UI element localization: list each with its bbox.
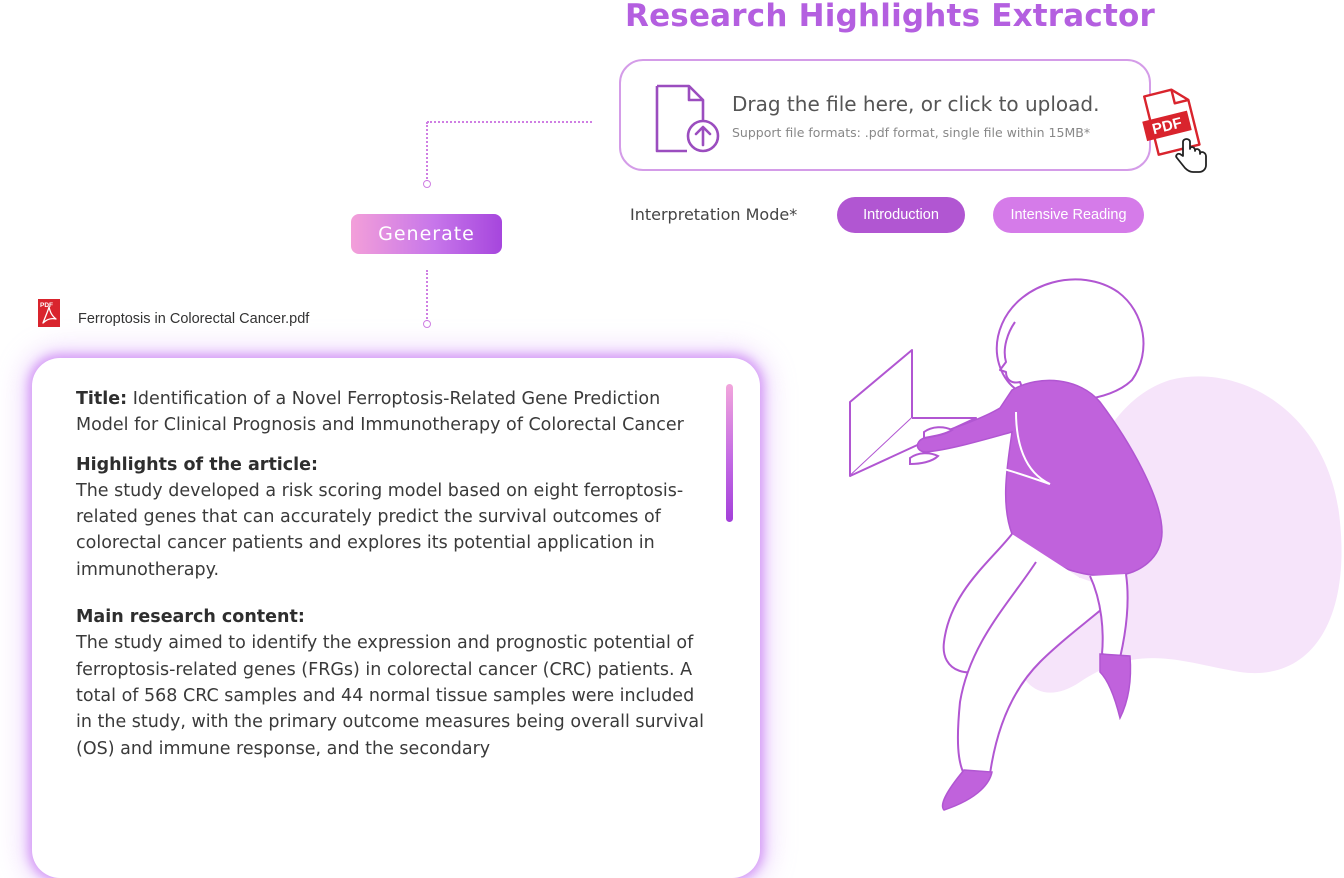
file-upload-dropzone[interactable]: Drag the file here, or click to upload. …: [619, 59, 1151, 171]
result-main-label: Main research content:: [76, 607, 305, 628]
result-panel: Title: Identification of a Novel Ferropt…: [32, 358, 760, 878]
mode-introduction-button[interactable]: Introduction: [837, 197, 965, 233]
flow-connector: [426, 122, 428, 182]
app-title: Research Highlights Extractor: [625, 0, 1155, 34]
upload-title: Drag the file here, or click to upload.: [732, 92, 1100, 116]
flow-connector: [427, 121, 592, 123]
connector-dot: [423, 320, 431, 328]
result-main-text: The study aimed to identify the expressi…: [76, 633, 704, 759]
pdf-click-icon: PDF: [1142, 88, 1207, 173]
result-main-content: Main research content: The study aimed t…: [76, 604, 706, 762]
result-title: Title: Identification of a Novel Ferropt…: [76, 386, 706, 439]
flow-connector: [426, 270, 428, 322]
upload-format-hint: Support file formats: .pdf format, singl…: [732, 125, 1091, 140]
mode-intensive-reading-button[interactable]: Intensive Reading: [993, 197, 1144, 233]
interpretation-mode-label: Interpretation Mode*: [630, 205, 798, 224]
uploaded-file-name: Ferroptosis in Colorectal Cancer.pdf: [78, 311, 310, 327]
result-scrollbar[interactable]: [726, 384, 733, 522]
result-text: Title: Identification of a Novel Ferropt…: [76, 386, 706, 775]
upload-file-icon: [655, 84, 720, 153]
result-highlights-label: Highlights of the article:: [76, 454, 319, 475]
pdf-badge-text: PDF: [1151, 114, 1184, 138]
result-highlights: Highlights of the article: The study dev…: [76, 452, 706, 583]
svg-text:PDF: PDF: [40, 302, 53, 309]
result-title-label: Title:: [76, 389, 128, 409]
result-highlights-text: The study developed a risk scoring model…: [76, 480, 684, 580]
connector-dot: [423, 180, 431, 188]
result-title-text: Identification of a Novel Ferroptosis-Re…: [76, 389, 684, 436]
person-with-laptop-illustration: [849, 278, 1342, 811]
generate-button[interactable]: Generate: [351, 214, 502, 254]
pdf-file-icon: PDF: [38, 299, 60, 327]
